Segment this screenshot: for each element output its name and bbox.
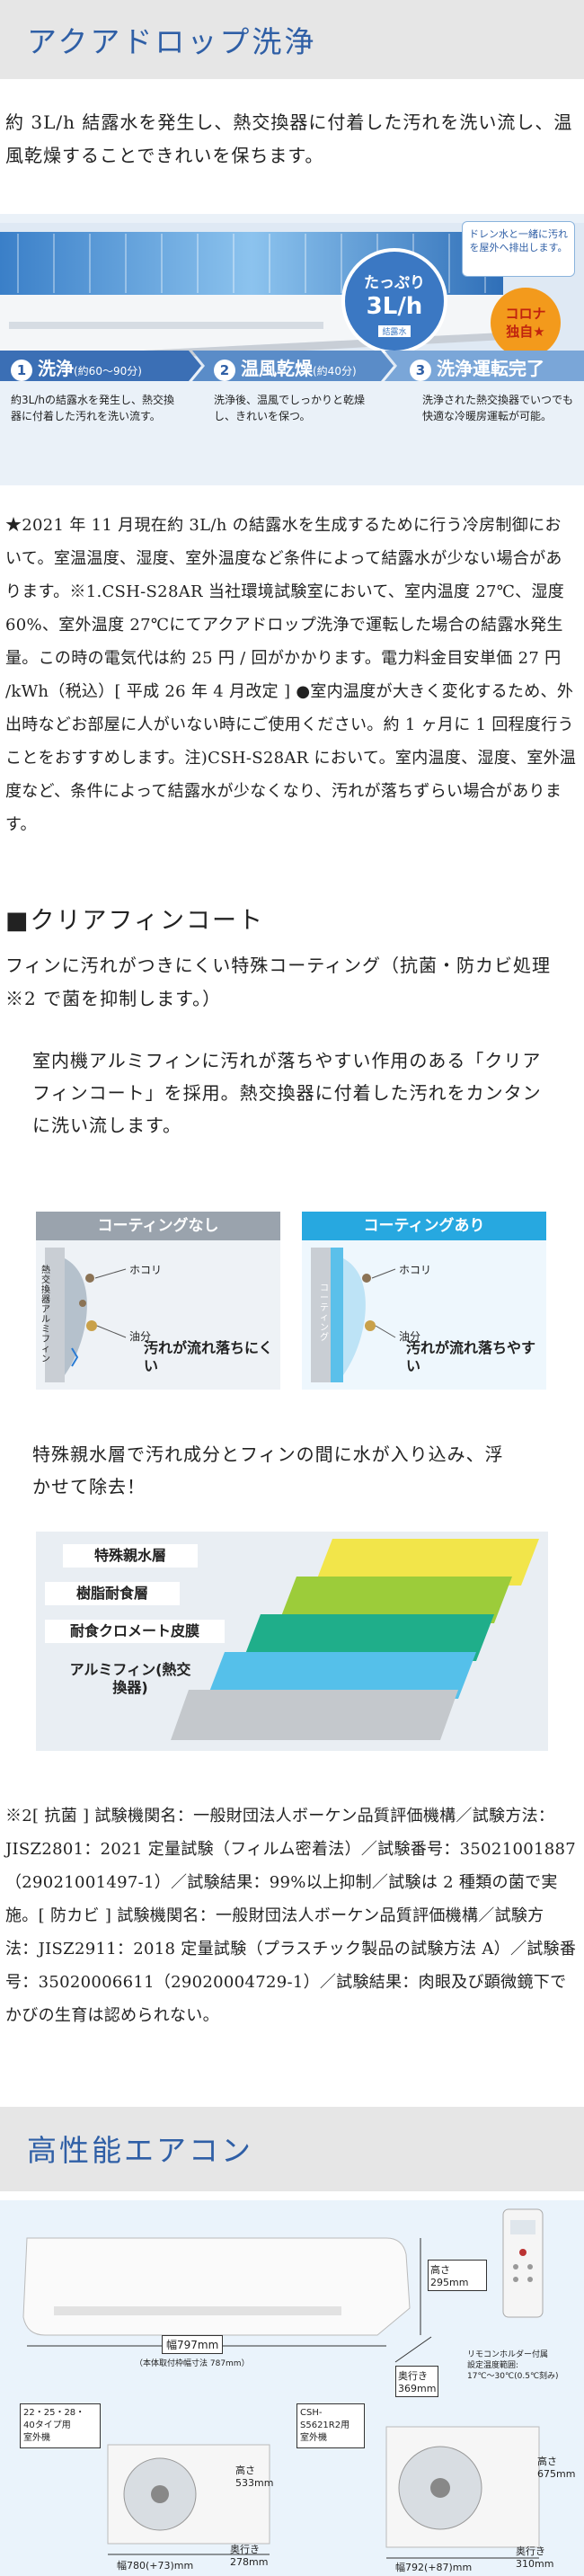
step-1-header: 1 洗浄(約60〜90分) — [11, 354, 142, 381]
section-header-high-performance: 高性能エアコン — [0, 2107, 584, 2191]
step-1-number: 1 — [11, 360, 32, 381]
step-1-sub: (約60〜90分) — [74, 365, 142, 378]
corona-original-badge: コロナ 独自★ — [491, 288, 561, 358]
no-coating-oil-label: 油分 — [129, 1330, 152, 1343]
clear-fin-desc-2: 特殊親水層で汚れ成分とフィンの間に水が入り込み、浮かせて除去！ — [32, 1443, 504, 1497]
badge-top-text: たっぷり — [364, 274, 425, 292]
section-header-aqua-drop: アクアドロップ洗浄 — [0, 0, 584, 79]
spec-diagram: 高さ 295mm 幅797mm （本体取付枠幅寸法 787mm） 奥行き 369… — [0, 2200, 584, 2576]
outdoor-large-depth: 奥行き 310mm — [516, 2545, 554, 2570]
section-title: アクアドロップ洗浄 — [27, 24, 317, 59]
outdoor-large-width: 幅792(+87)mm — [395, 2562, 473, 2573]
with-coating-result: 汚れが流れ落ちやすい — [406, 1339, 536, 1374]
corona-line1: コロナ — [505, 306, 546, 322]
outdoor-small-label: 22・25・28・ 40タイプ用 室外機 — [20, 2403, 101, 2448]
layer-label-aluminum-fin: アルミフィン(熱交換器) — [69, 1661, 191, 1696]
aqua-intro-text: 約 3L/h 結露水を発生し、熱交換器に付着した汚れを洗い流し、温風乾燥すること… — [5, 111, 573, 166]
no-coating-illustration — [45, 1248, 127, 1382]
outdoor-large-height: 高さ 675mm — [537, 2456, 576, 2480]
step-3-number: 3 — [410, 360, 431, 381]
with-coating-side-label: コーティング — [320, 1284, 329, 1343]
no-coating-header: コーティングなし — [36, 1212, 280, 1240]
badge-tag-text: 結露水 — [378, 325, 411, 337]
outdoor-small-depth: 奥行き 278mm — [230, 2544, 269, 2568]
clear-fin-desc-1: 室内機アルミフィンに汚れが落ちやすい作用のある「クリアフィンコート」を採用。熱交… — [32, 1050, 542, 1136]
no-coating-fin-label: 熱交換器アルミフィン — [41, 1266, 50, 1364]
no-coating-dust-label: ホコリ — [129, 1264, 163, 1276]
aqua-footnote: ★2021 年 11 月現在約 3L/h の結露水を生成するために行う冷房制御に… — [5, 516, 577, 834]
outdoor-small-width: 幅780(+73)mm — [117, 2560, 194, 2572]
layer-label-hydrophilic: 特殊親水層 — [63, 1544, 198, 1568]
with-coating-oil-label: 油分 — [399, 1330, 421, 1343]
step-3-desc: 洗浄された熱交換器でいつでも快適な冷暖房運転が可能。 — [422, 394, 574, 422]
with-coating-dust-label: ホコリ — [399, 1264, 432, 1276]
outdoor-small-height: 高さ 533mm — [235, 2465, 274, 2489]
remote-note: リモコンホルダー付属 設定温度範囲: 17℃〜30℃(0.5℃刻み) — [467, 2350, 559, 2381]
section-title-high-performance: 高性能エアコン — [27, 2133, 253, 2168]
steps-header-bg — [0, 351, 584, 381]
layer-label-resin: 樹脂耐食層 — [45, 1582, 180, 1605]
indoor-depth: 奥行き 369mm — [395, 2366, 439, 2397]
coating-layer-diagram: 特殊親水層 樹脂耐食層 耐食クロメート皮膜 アルミフィン(熱交換器) — [36, 1532, 548, 1751]
step-2-desc: 洗浄後、温風でしっかりと乾燥し、きれいを保つ。 — [214, 394, 366, 422]
clear-fin-heading: ■クリアフィンコート — [5, 907, 264, 935]
clear-fin-intro: フィンに汚れがつきにくい特殊コーティング（抗菌・防カビ処理※2 で菌を抑制します… — [5, 955, 551, 1009]
compare-with-coating: コーティングあり コーティング ホコリ 油分 汚れが流れ落ちやすい — [302, 1212, 546, 1390]
compare-no-coating: コーティングなし 熱交換器アルミフィン ホコリ 油分 汚れが流れ落ちにくい — [36, 1212, 280, 1390]
indoor-height: 高さ 295mm — [428, 2260, 487, 2291]
no-coating-result: 汚れが流れ落ちにくい — [144, 1339, 273, 1374]
corona-line2: 独自★ — [506, 324, 545, 340]
with-coating-header: コーティングあり — [302, 1212, 546, 1240]
indoor-width: 幅797mm — [162, 2335, 224, 2354]
step-1-title: 洗浄 — [38, 358, 74, 379]
step-2-sub: (約40分) — [313, 365, 357, 378]
outdoor-large-label: CSH- S5621R2用 室外機 — [296, 2403, 365, 2448]
unit-drawings — [22, 2208, 544, 2559]
indoor-width-note: （本体取付枠幅寸法 787mm） — [135, 2359, 250, 2368]
step-2-number: 2 — [214, 360, 235, 381]
coating-layers-graphic — [171, 1539, 539, 1740]
step-3-title: 洗浄運転完了 — [437, 358, 544, 379]
step-2-title: 温風乾燥 — [241, 358, 313, 379]
step-1-desc: 約3L/hの結露水を発生し、熱交換器に付着した汚れを洗い流す。 — [11, 394, 174, 422]
aqua-drop-banner: ドレン水と一緒に汚れを屋外へ排出します。 たっぷり 3L/h 結露水 コロナ 独… — [0, 214, 584, 485]
drain-callout: ドレン水と一緒に汚れを屋外へ排出します。 — [462, 221, 575, 277]
step-3-header: 3 洗浄運転完了 — [410, 354, 544, 381]
layer-label-chromate: 耐食クロメート皮膜 — [45, 1620, 225, 1643]
step-2-header: 2 温風乾燥(約40分) — [214, 354, 357, 381]
steps-bar: 1 洗浄(約60〜90分) 2 温風乾燥(約40分) 3 洗浄運転完了 約3L/hの結… — [0, 351, 584, 485]
with-coating-illustration — [311, 1248, 396, 1382]
badge-main-text: 3L/h — [366, 293, 423, 320]
capacity-badge: たっぷり 3L/h 結露水 — [341, 248, 447, 354]
clear-fin-footnote: ※2[ 抗菌 ] 試験機関名：一般財団法人ボーケン品質評価機構／試験方法：JIS… — [5, 1807, 577, 2025]
